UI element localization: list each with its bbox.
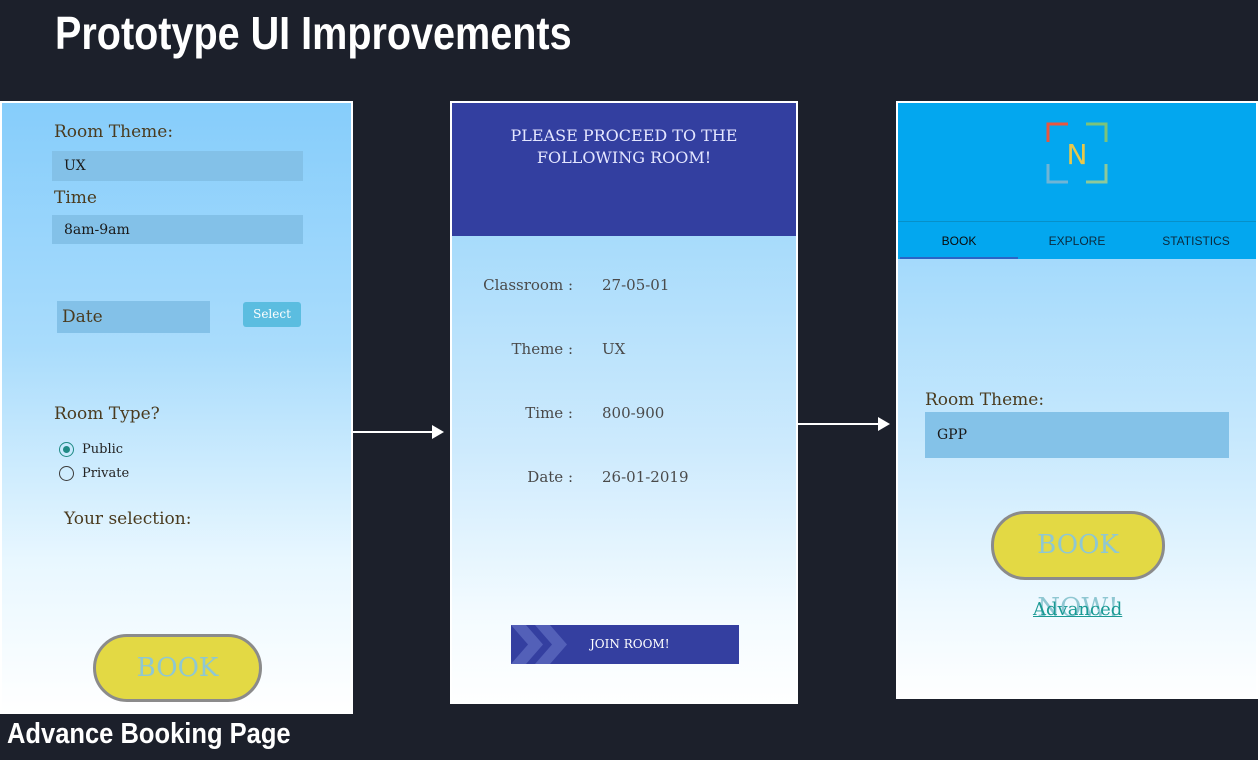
tab-book[interactable]: BOOK xyxy=(900,222,1018,260)
radio-public-label: Public xyxy=(82,442,124,457)
confirmation-screen: PLEASE PROCEED TO THE FOLLOWING ROOM! Cl… xyxy=(450,101,798,704)
time-label: Time xyxy=(54,188,97,208)
time-input[interactable]: 8am-9am xyxy=(52,215,303,244)
detail-key: Date : xyxy=(527,468,573,486)
radio-unselected-icon xyxy=(59,466,74,481)
book-now-button[interactable]: BOOK NOW! xyxy=(991,511,1165,623)
room-theme-input[interactable]: GPP xyxy=(925,412,1229,458)
join-room-label: JOIN ROOM! xyxy=(590,637,670,651)
slide-caption: Advance Booking Page xyxy=(7,718,291,750)
select-date-button[interactable]: Select xyxy=(243,302,301,327)
confirmation-header: PLEASE PROCEED TO THE FOLLOWING ROOM! xyxy=(452,103,796,236)
chevron-right-icon xyxy=(511,625,567,664)
advance-booking-screen: Room Theme: UX Time 8am-9am Date Select … xyxy=(0,101,353,714)
detail-value: 27-05-01 xyxy=(602,276,670,294)
room-theme-input[interactable]: UX xyxy=(52,151,303,181)
home-body: Room Theme: GPP BOOK NOW! Advanced xyxy=(898,259,1256,697)
date-input[interactable]: Date xyxy=(57,301,210,333)
tab-bar: BOOK EXPLORE STATISTICS xyxy=(898,221,1256,260)
radio-private-label: Private xyxy=(82,466,130,481)
room-type-label: Room Type? xyxy=(54,404,160,424)
radio-private[interactable]: Private xyxy=(59,466,129,481)
advanced-link[interactable]: Advanced xyxy=(1033,599,1123,620)
svg-text:N: N xyxy=(1067,138,1088,171)
join-room-button[interactable]: JOIN ROOM! xyxy=(511,625,739,664)
detail-key: Classroom : xyxy=(483,276,573,294)
detail-key: Theme : xyxy=(511,340,573,358)
radio-selected-icon xyxy=(59,442,74,457)
detail-value: 26-01-2019 xyxy=(602,468,689,486)
detail-key: Time : xyxy=(525,404,573,422)
confirmation-message-line2: FOLLOWING ROOM! xyxy=(536,148,712,167)
tab-statistics[interactable]: STATISTICS xyxy=(1162,234,1230,248)
flow-arrow-icon xyxy=(353,425,444,439)
detail-value: UX xyxy=(602,340,626,358)
app-logo-icon: N xyxy=(1046,122,1108,184)
confirmation-body: Classroom : 27-05-01 Theme : UX Time : 8… xyxy=(452,236,796,702)
home-screen: N BOOK EXPLORE STATISTICS Room Theme: GP… xyxy=(896,101,1258,699)
room-theme-label: Room Theme: xyxy=(54,122,174,142)
book-now-button[interactable]: BOOK NOW! xyxy=(93,634,262,702)
tab-explore[interactable]: EXPLORE xyxy=(1048,234,1106,248)
room-theme-label: Room Theme: xyxy=(925,390,1045,410)
radio-public[interactable]: Public xyxy=(59,442,123,457)
slide-title: Prototype UI Improvements xyxy=(55,7,572,59)
flow-arrow-icon xyxy=(798,417,890,431)
confirmation-message: PLEASE PROCEED TO THE FOLLOWING ROOM! xyxy=(452,125,796,169)
your-selection-label: Your selection: xyxy=(64,509,192,529)
detail-value: 800-900 xyxy=(602,404,665,422)
app-header: N xyxy=(898,103,1256,221)
confirmation-message-line1: PLEASE PROCEED TO THE xyxy=(510,126,738,145)
